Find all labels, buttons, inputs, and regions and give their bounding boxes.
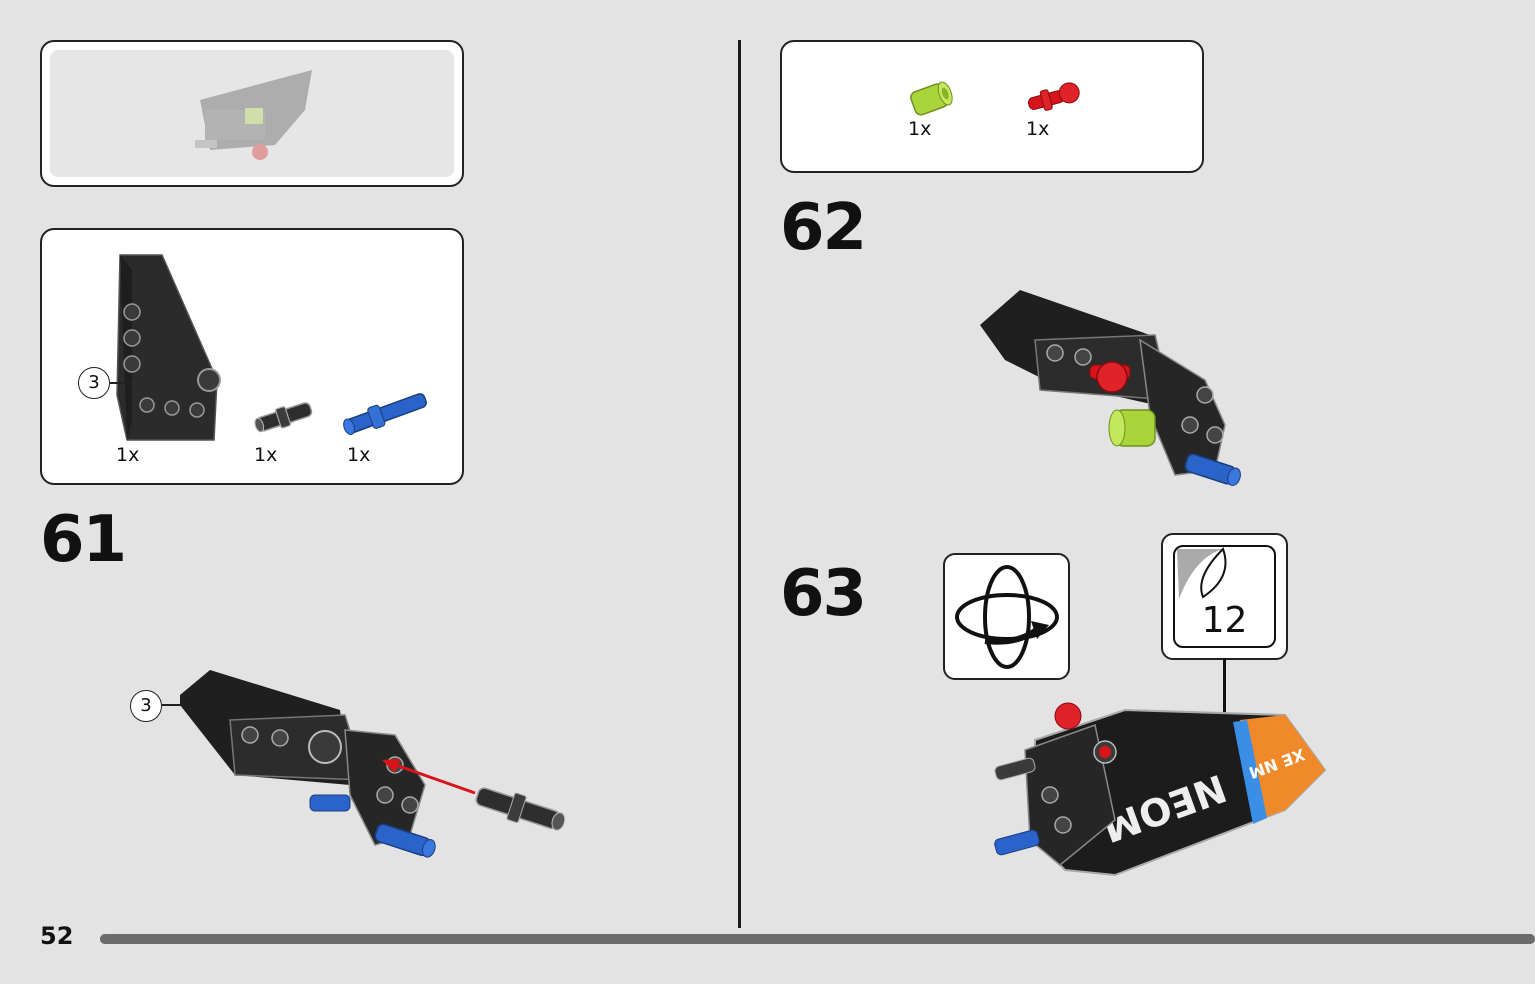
parts-list-62: 1x 1x [780, 40, 1204, 173]
preview-inner [50, 50, 454, 177]
progress-fill [100, 934, 1535, 944]
page-number: 52 [40, 922, 74, 950]
black-pin-icon [254, 402, 313, 433]
red-pin-icon [1027, 82, 1080, 111]
preview-model-image [195, 70, 312, 160]
column-divider [738, 40, 741, 928]
lime-bush-icon [910, 81, 953, 116]
build-callout-leader [162, 704, 184, 706]
callout-leader [110, 382, 132, 384]
step-number-62: 62 [780, 191, 867, 265]
sticker-leader [1223, 658, 1226, 726]
sticker-peel-icon [1177, 547, 1227, 599]
blue-pin-icon [343, 393, 427, 435]
part-qty-blue-pin: 1x [347, 444, 371, 466]
progress-bar [100, 934, 1535, 944]
part-qty-red-pin: 1x [1026, 118, 1050, 140]
parts-callout-3: 3 [78, 367, 110, 399]
rotate-model-icon-box [943, 553, 1070, 680]
step62-assembly-image [980, 290, 1241, 487]
sticker-number: 12 [1201, 600, 1248, 641]
black-panel-icon [116, 254, 221, 441]
part-qty-lime-bush: 1x [908, 118, 932, 140]
parts-list-61: 3 1x 1x 1x [40, 228, 464, 485]
part-qty-panel: 1x [116, 444, 140, 466]
rotate-icon [955, 565, 1059, 669]
part-qty-black-pin: 1x [254, 444, 278, 466]
sticker-icon-box: 12 [1161, 533, 1288, 660]
step61-assembly-image [180, 670, 566, 858]
build-callout-3: 3 [130, 690, 162, 722]
preview-panel [40, 40, 464, 187]
step63-assembly-image: NEOM XE NM [994, 702, 1327, 877]
step-number-63: 63 [780, 557, 867, 631]
step-number-61: 61 [40, 503, 127, 577]
